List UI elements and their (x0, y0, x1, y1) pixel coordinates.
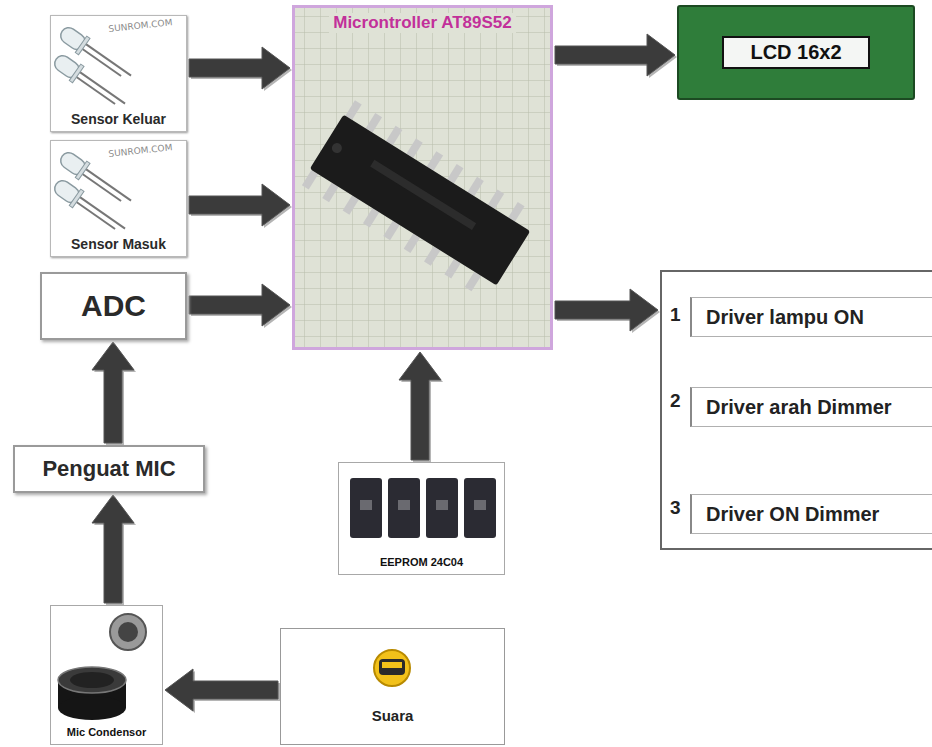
node-label: LCD 16x2 (722, 36, 869, 69)
driver-box: Driver arah Dimmer (690, 387, 932, 427)
driver-group: 1 2 3 Driver lampu ON Driver arah DimmerDriv… (660, 270, 932, 550)
eeprom-picture (350, 478, 496, 538)
led-picture (50, 23, 135, 114)
block-arrow (189, 47, 290, 89)
block-arrow (399, 352, 441, 460)
mic-picture (58, 614, 146, 720)
watermark: SUNROM.COM (108, 142, 173, 159)
node-label: Suara (372, 707, 414, 724)
node-label: Microntroller AT89S52 (329, 13, 516, 33)
block-arrow (189, 184, 290, 226)
driver-box: Driver ON Dimmer (690, 494, 932, 534)
callout-number: 1 (670, 304, 681, 326)
eeprom-box: EEPROM 24C04 (338, 462, 505, 575)
watermark: SUNROM.COM (108, 17, 173, 34)
node-label: Penguat MIC (42, 456, 175, 481)
node-label: Mic Condensor (67, 726, 146, 739)
block-arrow (555, 289, 658, 331)
node-label: EEPROM 24C04 (380, 556, 463, 569)
node-label: Driver arah Dimmer (706, 396, 892, 419)
sound-source-box: Suara (280, 628, 505, 745)
block-arrow (165, 669, 278, 711)
led-picture (50, 148, 135, 239)
driver-box: Driver lampu ON (690, 297, 932, 337)
block-arrow (92, 495, 134, 603)
callout-number: 3 (670, 497, 681, 519)
lcd-module: LCD 16x2 (677, 5, 915, 100)
node-label: Sensor Masuk (71, 236, 166, 252)
block-arrow (555, 34, 675, 76)
node-label: ADC (81, 289, 146, 324)
bus-icon (374, 650, 410, 686)
block-arrow (92, 342, 134, 443)
block-arrow (189, 284, 290, 326)
microcontroller-box: Microntroller AT89S52 (292, 5, 553, 350)
adc-box: ADC (40, 272, 187, 340)
amplifier-box: Penguat MIC (13, 445, 205, 493)
callout-number: 2 (670, 390, 681, 412)
chip-photo (295, 8, 550, 347)
node-label: Sensor Keluar (71, 111, 166, 127)
node-label: Driver ON Dimmer (706, 503, 879, 526)
node-label: Driver lampu ON (706, 306, 864, 329)
microphone-box: Mic Condensor (50, 605, 163, 745)
